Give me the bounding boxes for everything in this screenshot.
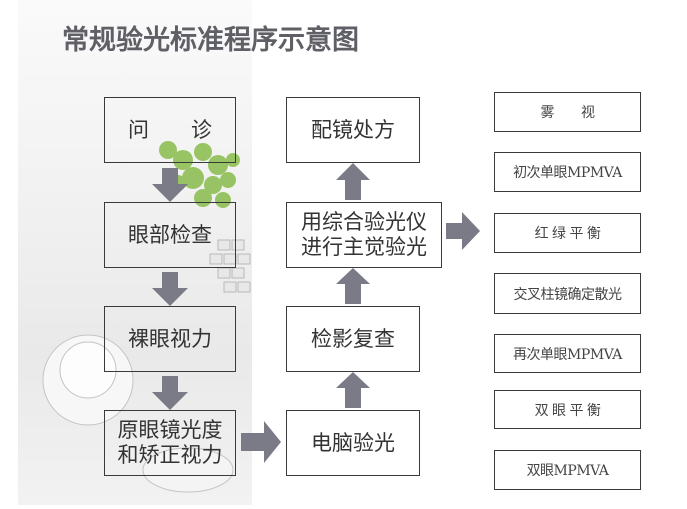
substep-cross-cylinder: 交叉柱镜确定散光 [494,273,641,314]
arrow-down-icon [152,376,188,410]
substep-fogging: 雾 视 [494,92,641,132]
arrow-down-icon [152,272,188,306]
step-computer-refraction: 电脑验光 [286,410,420,476]
step-retinoscopy: 检影复查 [286,306,420,372]
arrow-up-icon [336,372,370,408]
substep-first-mpmva: 初次单眼MPMVA [494,152,641,192]
step-inquiry: 问 诊 [104,97,236,163]
substep-second-mpmva: 再次单眼MPMVA [494,334,641,373]
background-photo [18,0,252,505]
arrow-down-icon [152,168,188,202]
step-naked-vision: 裸眼视力 [104,306,236,372]
step-eye-exam: 眼部检查 [104,202,236,268]
step-original-glasses: 原眼镜光度 和矫正视力 [104,410,236,476]
arrow-up-icon [336,268,370,304]
page-title: 常规验光标准程序示意图 [62,25,359,56]
arrow-right-icon [446,212,480,250]
substep-binocular-mpmva: 双眼MPMVA [494,450,641,490]
arrow-up-icon [336,163,370,200]
desk-photo-decoration [42,141,251,493]
arrow-right-icon [241,421,281,463]
substep-red-green: 红 绿 平 衡 [494,213,641,253]
step-subjective-refraction: 用综合验光仪 进行主觉验光 [286,202,442,268]
substep-binocular-balance: 双 眼 平 衡 [494,390,641,429]
step-prescription: 配镜处方 [286,97,420,163]
